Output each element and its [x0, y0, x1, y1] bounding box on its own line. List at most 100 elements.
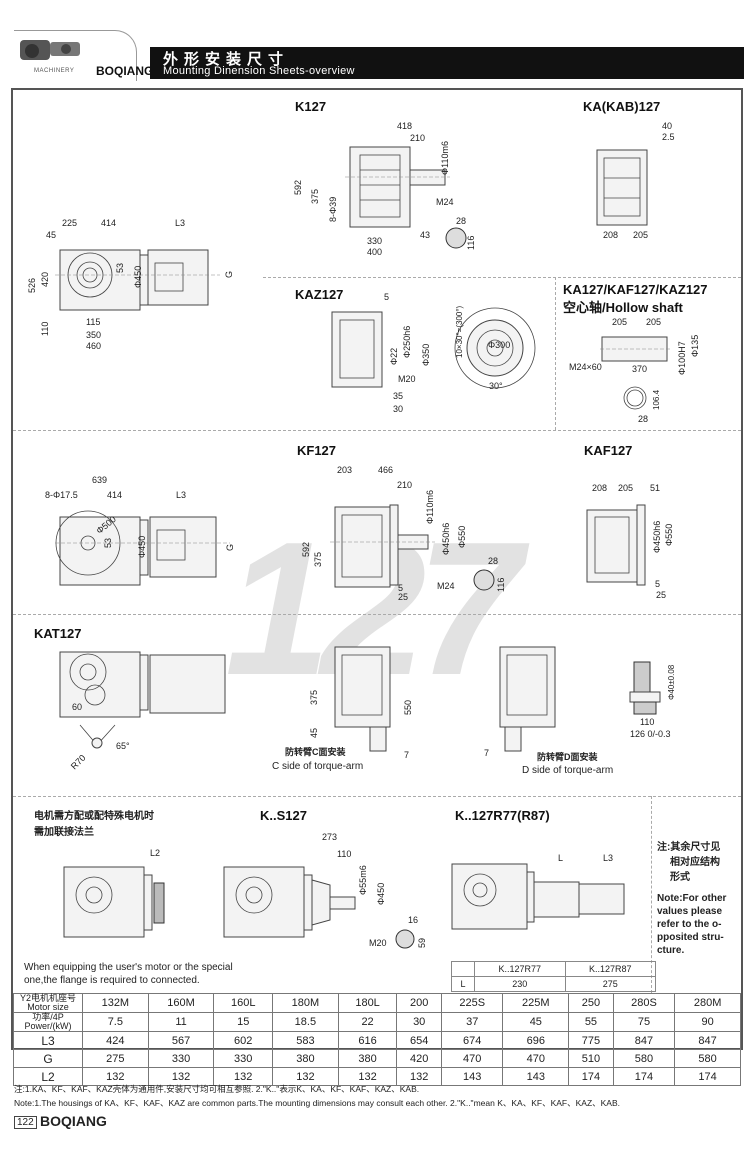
dim-label: 273	[322, 832, 338, 842]
dim-label: 210	[410, 133, 426, 143]
dim-label: 400	[367, 247, 383, 257]
c-side-label-cn: 防转臂C面安装	[285, 747, 346, 757]
table-cell: 280M	[674, 993, 741, 1013]
page-title-en: Mounting Dinension Sheets-overview	[163, 65, 355, 77]
dim-label: 375	[309, 689, 319, 705]
table-cell: 847	[612, 1031, 676, 1050]
dim-label: 5	[398, 583, 404, 593]
table-cell: 45	[502, 1012, 570, 1032]
dim-label: Φ40±0.08	[667, 664, 676, 700]
hollow-shaft-drawing	[600, 336, 670, 362]
dim-label: 8-Φ17.5	[45, 490, 78, 500]
dim-label: 25	[656, 590, 667, 600]
dim-label: 30°	[489, 381, 503, 391]
table-cell: 330	[213, 1049, 274, 1068]
dim-label: 5	[384, 292, 390, 302]
dim-label: 350	[86, 330, 102, 340]
table-cell: 143	[502, 1067, 570, 1086]
dim-label: 65°	[116, 741, 130, 751]
table-cell: 143	[440, 1067, 504, 1086]
kaz127-drawing	[331, 311, 383, 388]
k127-front-drawing	[345, 146, 450, 228]
table-cell: 55	[568, 1012, 614, 1032]
dim-label: 205	[612, 317, 628, 327]
table-cell: 132M	[82, 993, 149, 1013]
table-cell: 200	[396, 993, 442, 1013]
dim-label: Φ300	[488, 340, 511, 350]
row-header: G	[13, 1049, 83, 1068]
header-bar	[150, 47, 744, 79]
dim-label: 25	[398, 592, 409, 602]
motor-note-en-1: When equipping the user's motor or the s…	[24, 962, 233, 973]
table-cell: 7.5	[82, 1012, 149, 1032]
footer-note-cn: 注:1.KA、KF、KAF、KAZ壳体为通用件,安装尺寸均可相互参照. 2."K…	[14, 1084, 420, 1094]
dim-label: 208	[603, 230, 619, 240]
table-cell: 275	[82, 1049, 149, 1068]
side-note-cn-1: 注:其余尺寸见	[657, 842, 721, 853]
dim-label: Φ55m6	[358, 865, 368, 895]
dim-label: 7	[484, 748, 490, 758]
dim-label: 45	[309, 727, 319, 738]
dim-label: 59	[417, 937, 427, 948]
dim-label: 51	[650, 483, 661, 493]
dim-label: L3	[175, 218, 186, 228]
section-title-kr77: K..127R77(R87)	[455, 808, 550, 823]
dim-label: 5	[655, 579, 661, 589]
dim-label: 28	[488, 556, 499, 566]
table-cell: 847	[674, 1031, 741, 1050]
table-cell: 225S	[440, 993, 504, 1013]
table-cell: 180L	[337, 993, 398, 1013]
motor-note-en-2: one,the flange is required to connected.	[24, 975, 200, 986]
section-title-kaz127: KAZ127	[295, 287, 344, 302]
table-cell: 280S	[612, 993, 676, 1013]
table-cell: 132	[147, 1067, 215, 1086]
c-side-label-en: C side of torque-arm	[272, 761, 364, 772]
dim-label: 420	[40, 271, 50, 287]
kr-table-cell: L	[451, 976, 475, 992]
table-cell: 132	[213, 1067, 274, 1086]
table-cell: 174	[568, 1067, 614, 1086]
table-cell: 470	[502, 1049, 570, 1068]
table-cell: 90	[674, 1012, 741, 1032]
divider	[651, 796, 652, 993]
divider	[263, 277, 741, 278]
section-title-ka127: KA(KAB)127	[583, 99, 661, 114]
dim-label: Φ450	[133, 265, 143, 288]
table-cell: 132	[272, 1067, 339, 1086]
table-cell: 654	[396, 1031, 442, 1050]
kr-table-cell: 230	[474, 976, 566, 992]
dim-label: L3	[176, 490, 187, 500]
shaft-section-icon	[473, 569, 495, 591]
kr-table-header: K..127R77	[474, 961, 566, 977]
kaf127-drawing	[586, 504, 646, 586]
dim-label: 115	[86, 317, 101, 327]
dim-label: 40	[662, 121, 673, 131]
dim-label: 466	[378, 465, 394, 475]
section-title-kat127: KAT127	[34, 626, 82, 641]
dim-label: Φ450	[137, 535, 147, 558]
dim-label: 208	[592, 483, 608, 493]
dim-label: 28	[456, 216, 467, 226]
section-title-kf127: KF127	[297, 443, 337, 458]
footer-brand: BOQIANG	[40, 1113, 107, 1129]
table-cell: 30	[396, 1012, 442, 1032]
table-cell: 330	[147, 1049, 215, 1068]
kat127-drawing	[59, 651, 226, 749]
table-cell: 160L	[213, 993, 274, 1013]
d-side-torque-arm-drawing	[499, 646, 556, 752]
dim-label: 205	[618, 483, 634, 493]
divider	[13, 430, 741, 431]
dim-label: 375	[313, 551, 323, 567]
table-cell: 37	[440, 1012, 504, 1032]
divider	[555, 277, 556, 430]
hollow-shaft-section-icon	[623, 386, 647, 410]
dim-label: 30	[393, 404, 404, 414]
dim-label: L	[558, 853, 564, 863]
table-row-l2: L2 132 132 132 132 132 132 143 143 174 1…	[13, 1067, 741, 1086]
ka127-drawing	[596, 149, 648, 226]
torque-pin-drawing	[629, 661, 661, 715]
kr-l-table: K..127R77 K..127R87 L 230 275	[451, 961, 656, 992]
side-note-en-5: cture.	[657, 945, 685, 956]
shaft-section-icon	[395, 929, 415, 949]
